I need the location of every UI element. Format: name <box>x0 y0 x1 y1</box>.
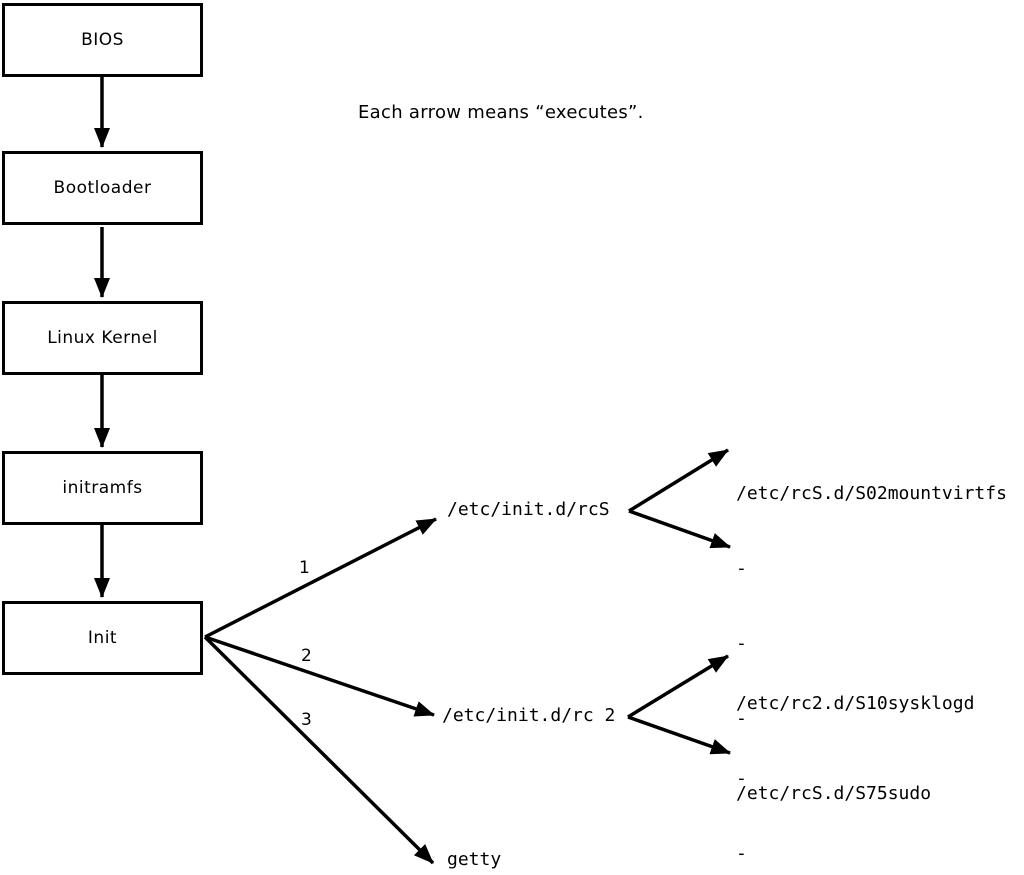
node-init-label: Init <box>87 628 118 648</box>
arrow-init-to-rc2 <box>204 635 435 717</box>
label-getty: getty <box>447 849 502 870</box>
arrow-rc2-to-first-script <box>627 654 729 719</box>
arrow-rcS-to-first-script <box>628 448 729 513</box>
node-initramfs: initramfs <box>2 451 203 525</box>
rcS-script-list: /etc/rcS.d/S02mountvirtfs - - - /etc/rcS… <box>736 431 1007 856</box>
rcS-script-item: /etc/rcS.d/S75sudo <box>736 783 932 804</box>
rc2-script-item: /etc/rc2.d/S10sysklogd <box>736 693 975 714</box>
branch-number-3: 3 <box>301 710 312 730</box>
rcS-script-item: - <box>736 558 747 579</box>
rcS-script-item: - <box>736 708 747 729</box>
node-bootloader-label: Bootloader <box>53 178 152 198</box>
node-initramfs-label: initramfs <box>62 478 143 498</box>
node-bios: BIOS <box>2 3 203 77</box>
rc2-script-list: /etc/rc2.d/S10sysklogd - - - /etc/rc2.d/… <box>736 641 974 875</box>
label-etc-init-d-rcS: /etc/init.d/rcS <box>447 499 610 520</box>
branch-number-1: 1 <box>299 558 310 578</box>
arrow-rcS-to-last-script <box>628 509 731 549</box>
rcS-script-item: /etc/rcS.d/S02mountvirtfs <box>736 483 1007 504</box>
label-etc-init-d-rc2: /etc/init.d/rc 2 <box>442 705 616 726</box>
node-linux-kernel: Linux Kernel <box>2 301 203 375</box>
arrow-rc2-to-last-script <box>627 715 731 755</box>
rc2-script-item: - <box>736 843 747 864</box>
rcS-script-item: - <box>736 633 747 654</box>
arrow-init-to-rcS <box>204 517 437 639</box>
node-linux-kernel-label: Linux Kernel <box>47 328 158 348</box>
rc2-script-item: - <box>736 768 747 789</box>
diagram-caption: Each arrow means “executes”. <box>358 102 644 123</box>
node-bios-label: BIOS <box>81 30 124 50</box>
arrow-init-to-getty <box>203 635 435 865</box>
node-init: Init <box>2 601 203 675</box>
node-bootloader: Bootloader <box>2 151 203 225</box>
branch-number-2: 2 <box>301 646 312 666</box>
